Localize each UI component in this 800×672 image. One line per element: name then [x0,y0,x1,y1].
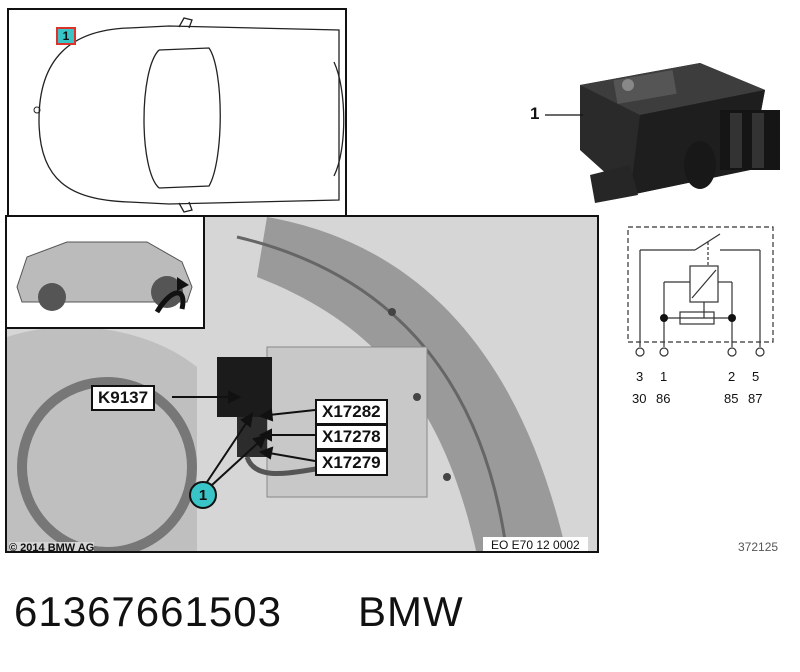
engine-bay-illustration [7,217,597,551]
relay-schematic [627,226,774,357]
connector-label-x17278: X17278 [315,424,388,450]
pin-bottom-87: 87 [748,391,763,406]
diagram-ref-code: EO E70 12 0002 [483,537,588,551]
relay-callout-badge: 1 [189,481,217,509]
relay-photo-callout: 1 [530,104,539,124]
car-outline-illustration [33,17,345,213]
detail-view-panel: K9137 X17282 X17278 X17279 1 © 2014 BMW … [5,215,599,553]
leader-lines [172,390,316,486]
part-number: 61367661503 [14,588,282,635]
copyright-text: © 2014 BMW AG [9,542,95,553]
connector-label-k9137: K9137 [91,385,156,411]
pin-top-3: 3 [636,369,644,384]
pin-bottom-86: 86 [656,391,671,406]
connector-label-x17279: X17279 [315,450,388,476]
car-top-view-panel: 1 [7,8,347,220]
relay-photo [520,55,800,210]
marker-label: 1 [62,29,70,43]
relay-photo-callout-line [545,114,583,116]
relay-photo-callout-label: 1 [530,104,540,123]
schematic-ref-number: 372125 [738,540,779,554]
relay-location-marker: 1 [56,27,76,45]
inset-car-view [7,217,205,329]
pin-top-1: 1 [660,369,668,384]
brand-name: BMW [358,588,464,635]
pin-top-2: 2 [728,369,736,384]
pin-bottom-30: 30 [632,391,647,406]
pin-bottom-85: 85 [724,391,739,406]
pin-top-5: 5 [752,369,760,384]
